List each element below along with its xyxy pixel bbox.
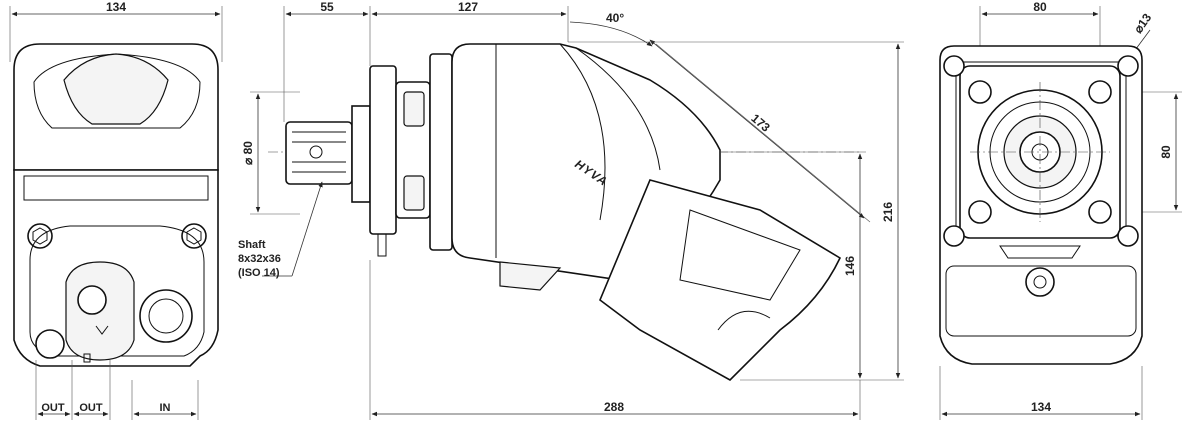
rear-bolt-right: [181, 223, 207, 249]
port-label-out-1: OUT: [41, 402, 65, 414]
side-view: 55 127 40° ⌀ 80 HYVA: [238, 0, 904, 420]
front-width-dim: 134: [1031, 400, 1051, 414]
front-bolt-spacing-dim: 80: [1033, 0, 1047, 14]
side-flange-dim: 55: [320, 0, 334, 14]
overall-height-dim: 216: [881, 202, 895, 222]
front-view: 80 ⌀13 80: [939, 0, 1182, 420]
port-label-in: IN: [160, 402, 171, 414]
out-port-2: [77, 285, 107, 315]
angle-dim: 40°: [606, 11, 624, 25]
front-bolt-tr: [1088, 80, 1112, 104]
port-label-out-2: OUT: [79, 402, 103, 414]
bolt-hole-dim: ⌀13: [1131, 11, 1154, 36]
diagonal-length-dim: 173: [748, 111, 773, 135]
out-port-1: [35, 329, 65, 359]
rear-view: 134 OUT OUT: [9, 0, 223, 420]
front-bolt-bl: [968, 200, 992, 224]
front-vertical-dim: 80: [1159, 145, 1173, 159]
overall-length-dim: 288: [604, 400, 624, 414]
side-body-dim: 127: [458, 0, 478, 14]
in-port: [139, 289, 193, 343]
front-bolt-tl: [968, 80, 992, 104]
drive-shaft: [285, 121, 353, 185]
rear-width-dim: 134: [106, 0, 126, 14]
shaft-callout-line2: 8x32x36: [238, 253, 281, 265]
bent-axis-housing: [599, 179, 842, 381]
shaft-callout-line3: (ISO 14): [238, 267, 280, 279]
shaft-callout-line1: Shaft: [238, 239, 266, 251]
front-drain-port: [1025, 267, 1055, 297]
lower-height-dim: 146: [843, 256, 857, 276]
front-bolt-br: [1088, 200, 1112, 224]
mounting-flange: [369, 65, 397, 235]
shaft-diameter-dim: ⌀ 80: [241, 141, 255, 165]
rear-top-dome: [63, 53, 169, 125]
